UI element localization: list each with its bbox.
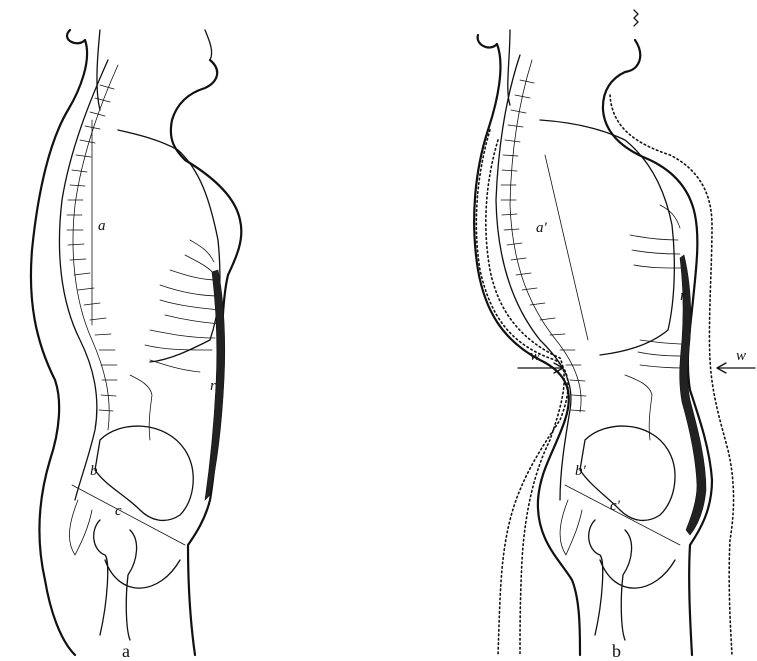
figure-a-front-outline bbox=[171, 60, 241, 655]
figure-b-arrow-left bbox=[518, 363, 563, 373]
figure-a-ribs bbox=[145, 240, 220, 372]
figure-a-head-hint bbox=[205, 30, 212, 60]
figure-b-plumb-line bbox=[545, 155, 588, 340]
figure-a-label-b: b bbox=[90, 463, 98, 479]
figure-b-head-squiggle bbox=[634, 10, 638, 26]
figure-a-sacrum bbox=[69, 500, 92, 555]
figure-a-label-r: r bbox=[210, 378, 216, 394]
figure-a-spine bbox=[59, 60, 108, 500]
figure-a-pelvis bbox=[95, 426, 193, 520]
figure-b-pelvis bbox=[580, 426, 675, 520]
figure-a-caption: a bbox=[122, 641, 130, 661]
figure-a-neck-back bbox=[97, 30, 100, 110]
figure-b-dotted-front bbox=[610, 95, 734, 655]
figure-a-pelvis-line bbox=[72, 485, 185, 545]
figure-a-thorax bbox=[118, 130, 220, 362]
figure-b-spine-inner bbox=[510, 60, 581, 412]
figure-b-femur bbox=[589, 520, 632, 640]
figure-a-back-outline bbox=[31, 30, 87, 655]
figure-b-label-r: r bbox=[680, 288, 686, 304]
figure-a-femur bbox=[94, 520, 137, 640]
figure-b-lumbar-edge bbox=[625, 375, 652, 440]
figure-b-label-w-left: w bbox=[530, 348, 540, 364]
figure-b-dotted-back bbox=[476, 130, 568, 655]
figure-b-pelvis-line bbox=[565, 485, 680, 545]
figure-a-spine-inner bbox=[73, 65, 118, 430]
figure-b-label-a: a' bbox=[536, 220, 548, 236]
figure-b-thorax bbox=[540, 120, 674, 355]
figure-b-label-c: c' bbox=[610, 498, 621, 514]
figure-b-buttock bbox=[600, 560, 675, 588]
figure-a-label-c: c bbox=[115, 503, 122, 519]
figure-a-lumbar-edge bbox=[130, 375, 152, 440]
figure-b-front-outline bbox=[603, 40, 712, 655]
figure-b-dotted-back-2 bbox=[486, 140, 564, 655]
figure-a-buttock bbox=[105, 560, 180, 588]
figure-b-sacrum bbox=[560, 500, 582, 555]
figure-b-back-outline bbox=[474, 35, 580, 655]
figure-b-ribs bbox=[630, 205, 684, 368]
figure-b-label-b: b' bbox=[575, 463, 587, 479]
figure-a: a r b c a bbox=[31, 30, 241, 661]
figure-b-label-w-right: w bbox=[736, 348, 746, 364]
figure-b-caption: b bbox=[612, 641, 621, 661]
figure-b: w w a' r b' c' b bbox=[474, 10, 755, 661]
figure-a-label-a: a bbox=[98, 218, 106, 234]
figure-b-arrow-right bbox=[717, 363, 755, 373]
